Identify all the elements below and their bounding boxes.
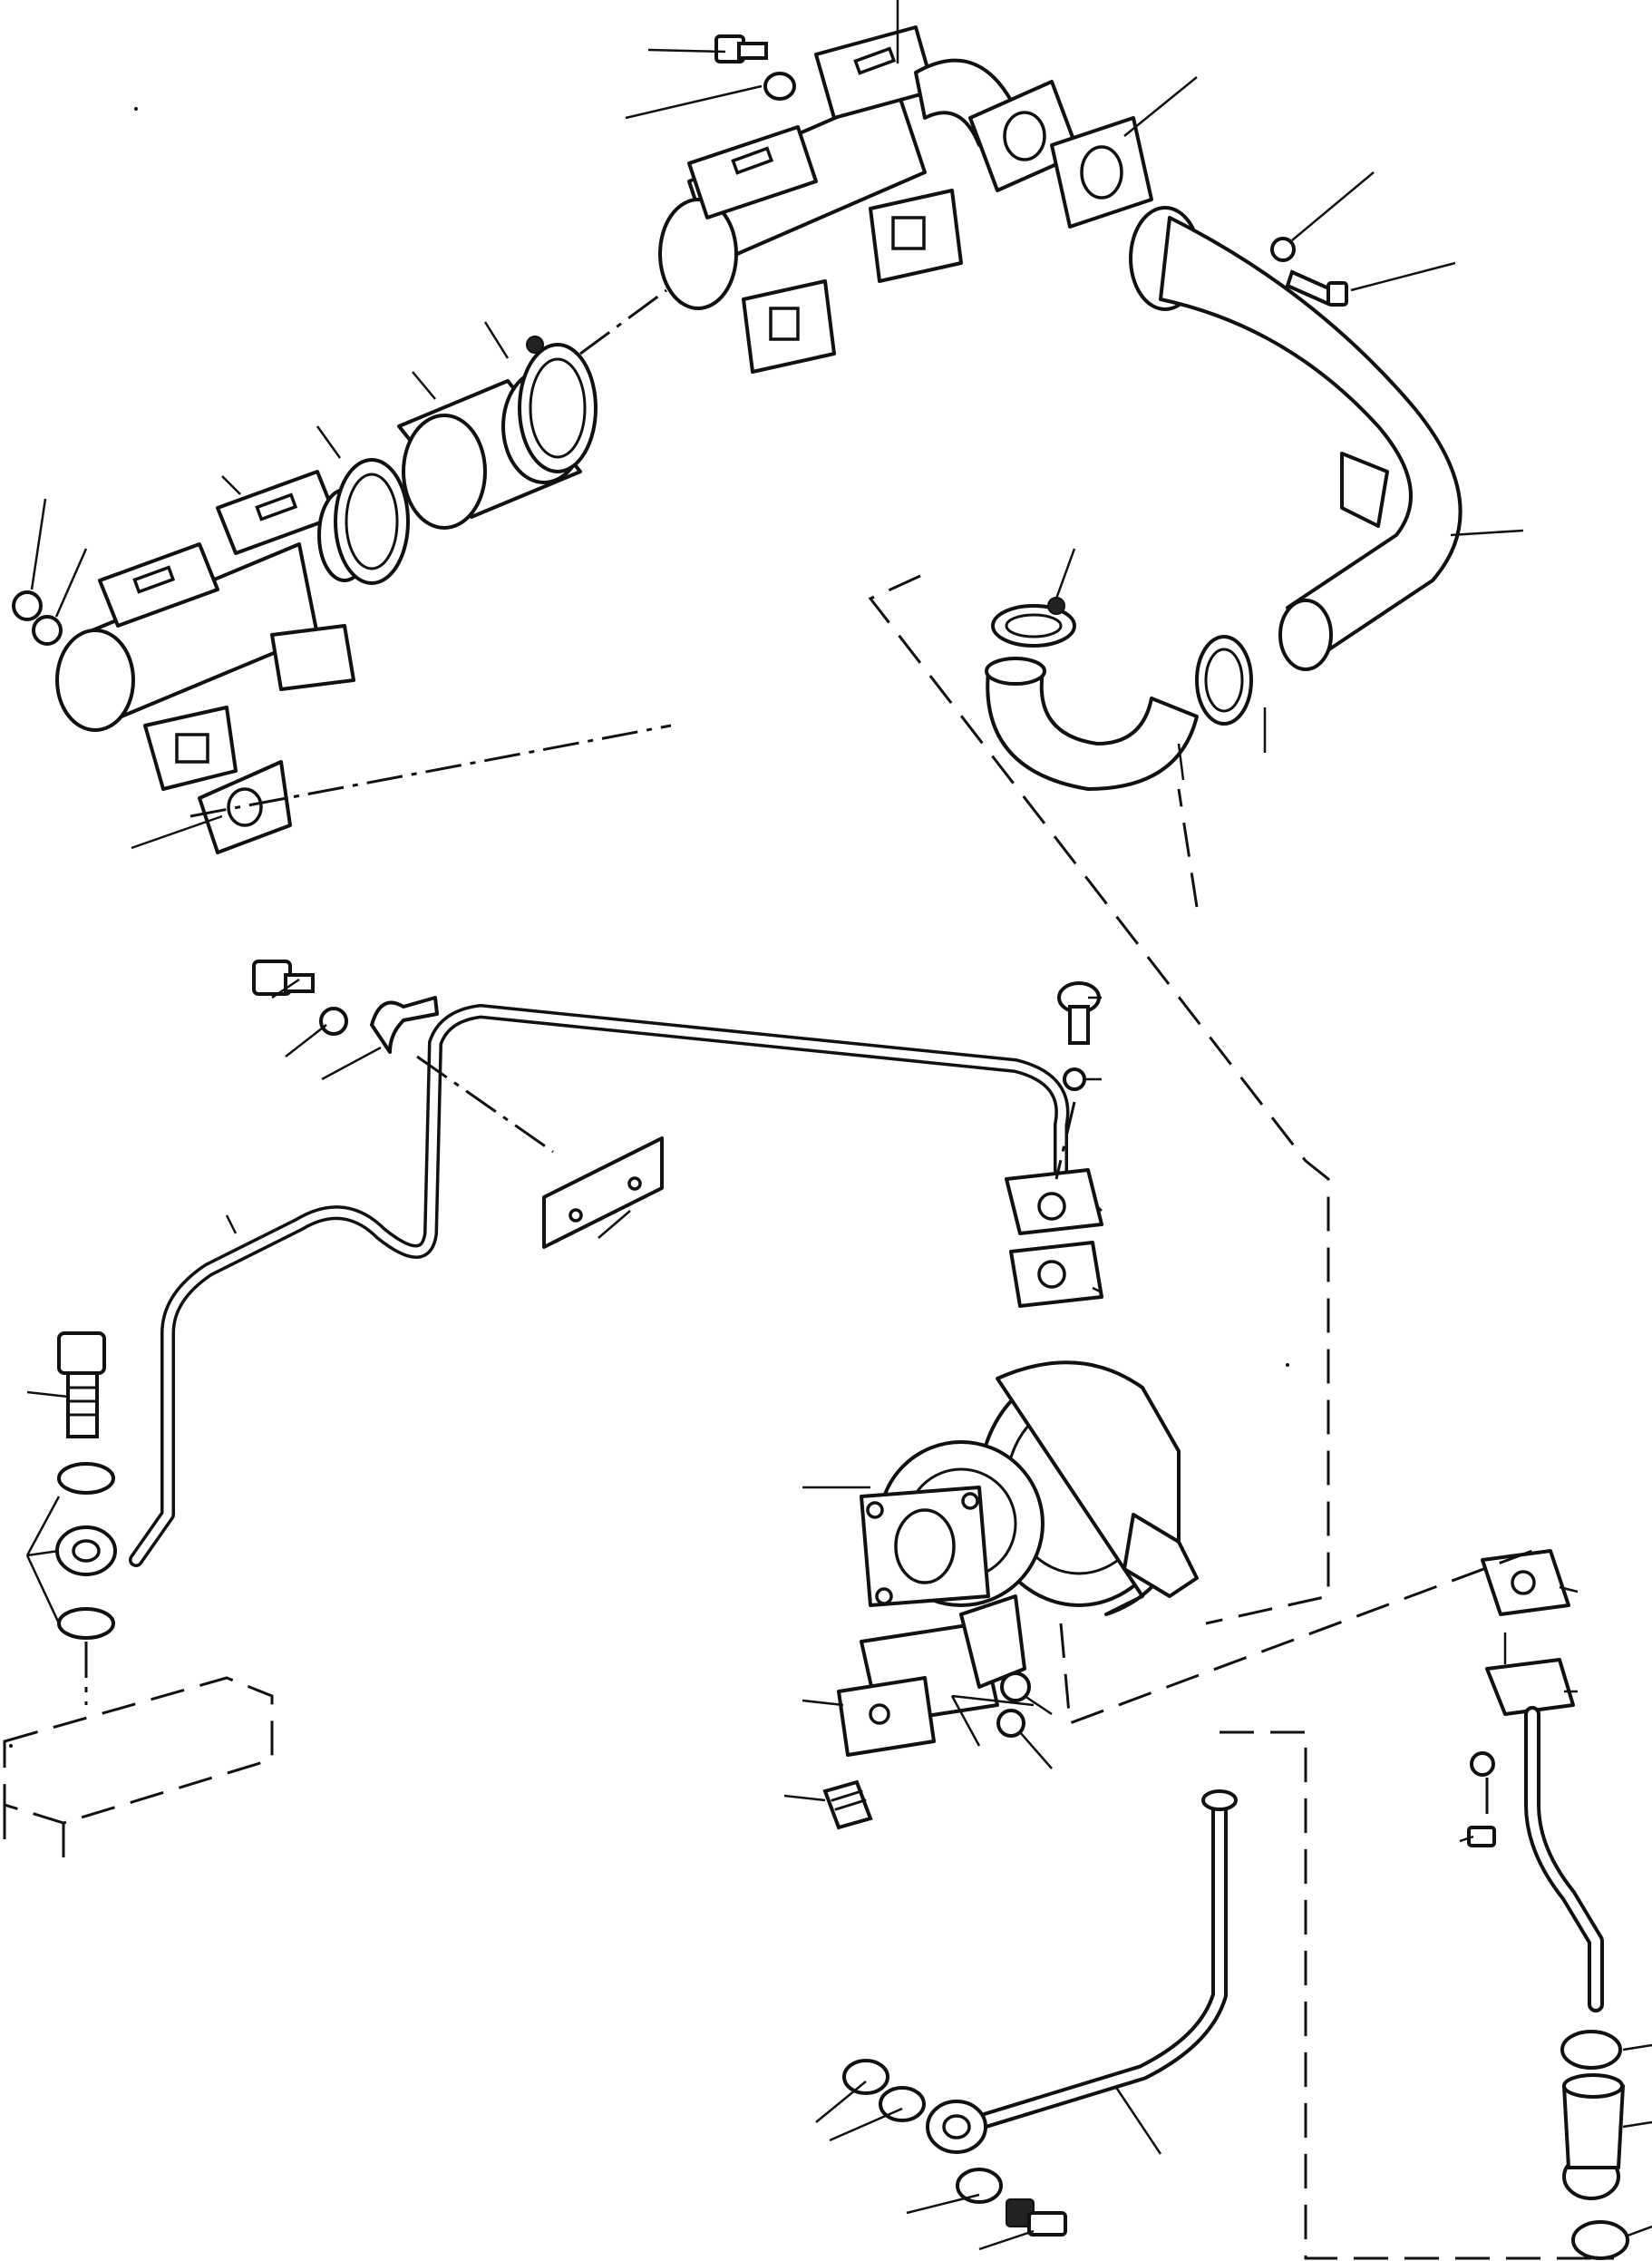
pipe-clip-bolt — [252, 960, 348, 1036]
hose-clamp-upper — [991, 597, 1076, 648]
oil-drain-pipe-right — [1485, 1658, 1604, 2012]
return-banjo-bolt — [1006, 2198, 1067, 2237]
oil-feed-gasket — [1009, 1241, 1103, 1308]
oil-feed-flange — [1005, 1168, 1103, 1235]
exhaust-pipe — [1129, 206, 1463, 671]
scan-specks — [9, 107, 1289, 1748]
drain-bolt-washer — [1467, 1751, 1496, 1847]
manifold-nut-washer-left — [12, 590, 63, 646]
manifold-gasket-front — [1050, 116, 1153, 229]
callout-leaders — [25, 0, 1652, 2251]
turbo-stud — [822, 1779, 873, 1830]
oil-feed-bolt — [1057, 981, 1101, 1091]
alignment-lines — [84, 288, 1614, 2260]
pipe-clip — [370, 996, 439, 1054]
oil-return-pipe-lower — [926, 1789, 1238, 2154]
clamp-ring-right — [518, 336, 598, 473]
drain-hose-sleeve — [1562, 2073, 1625, 2169]
banjo-sealing-washers — [55, 1462, 117, 1640]
turbo-nut-washer — [996, 1671, 1031, 1738]
pipe-bracket-plate — [542, 1136, 664, 1249]
exhaust-manifold-front — [658, 25, 1017, 374]
turbo-flange-gasket — [837, 1676, 936, 1757]
oil-feed-pipe — [129, 1004, 1070, 1567]
manifold-bolt-top — [714, 34, 796, 101]
turbocharger — [860, 1360, 1199, 1725]
elbow-hose — [985, 657, 1199, 791]
hose-clamp-lower — [1195, 635, 1253, 726]
banjo-bolt — [57, 1331, 106, 1438]
manifold-flange — [968, 80, 1081, 192]
engine-block-outline-left — [3, 1676, 274, 1868]
exhaust-bolt-washer — [1270, 237, 1348, 307]
clamp-ring-left — [334, 458, 410, 585]
exhaust-manifold-rear — [55, 470, 372, 791]
manifold-gasket-rear — [198, 760, 292, 854]
return-pipe-washers — [842, 2059, 1003, 2204]
oil-drain-flange — [1481, 1549, 1570, 1616]
